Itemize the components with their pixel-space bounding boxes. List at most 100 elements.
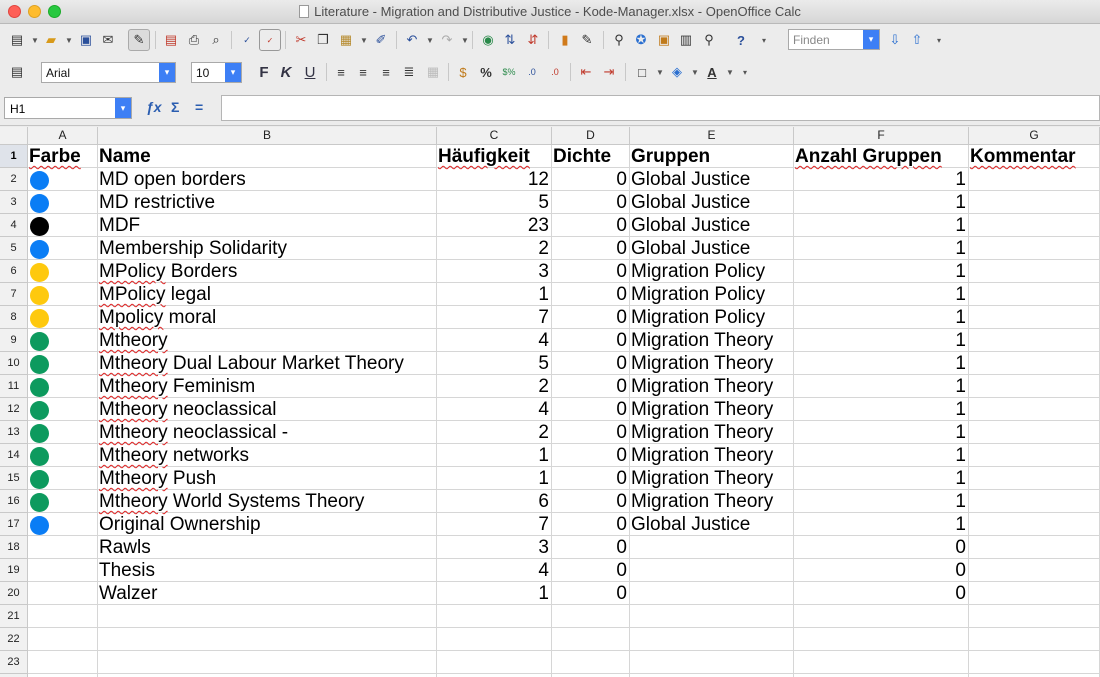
row-header-7[interactable]: 7 bbox=[0, 283, 28, 306]
color-cell[interactable] bbox=[28, 306, 98, 329]
maximize-window-button[interactable] bbox=[48, 5, 61, 18]
color-cell[interactable] bbox=[28, 559, 98, 582]
empty-cell[interactable] bbox=[28, 605, 98, 628]
column-header-f[interactable]: F bbox=[794, 127, 969, 145]
justify-icon[interactable]: ≣ bbox=[403, 64, 415, 79]
comment-cell[interactable] bbox=[969, 398, 1100, 421]
color-cell[interactable] bbox=[28, 375, 98, 398]
group-cell[interactable]: Migration Theory bbox=[630, 490, 794, 513]
name-cell[interactable]: Mtheory neoclassical bbox=[98, 398, 437, 421]
color-cell[interactable] bbox=[28, 352, 98, 375]
comment-cell[interactable] bbox=[969, 559, 1100, 582]
name-box[interactable]: H1 ▾ bbox=[4, 97, 132, 119]
group-cell[interactable]: Migration Theory bbox=[630, 467, 794, 490]
data-sources-icon[interactable]: ▥ bbox=[679, 32, 693, 47]
background-color-dropdown-icon[interactable]: ▼ bbox=[691, 67, 699, 77]
close-window-button[interactable] bbox=[8, 5, 21, 18]
name-box-dropdown-icon[interactable]: ▾ bbox=[115, 98, 131, 118]
color-cell[interactable] bbox=[28, 214, 98, 237]
empty-cell[interactable] bbox=[28, 651, 98, 674]
header-cell-name[interactable]: Name bbox=[98, 145, 437, 168]
frequency-cell[interactable]: 1 bbox=[437, 444, 552, 467]
comment-cell[interactable] bbox=[969, 467, 1100, 490]
comment-cell[interactable] bbox=[969, 513, 1100, 536]
export-pdf-icon[interactable]: ▤ bbox=[164, 32, 178, 47]
group-cell[interactable]: Migration Policy bbox=[630, 260, 794, 283]
group-cell[interactable]: Global Justice bbox=[630, 513, 794, 536]
font-color-icon[interactable]: A bbox=[707, 64, 717, 80]
empty-cell[interactable] bbox=[28, 628, 98, 651]
empty-cell[interactable] bbox=[794, 651, 969, 674]
name-cell[interactable]: Walzer bbox=[98, 582, 437, 605]
density-cell[interactable]: 0 bbox=[552, 536, 630, 559]
borders-icon[interactable]: □ bbox=[638, 64, 646, 80]
align-right-icon[interactable]: ≡ bbox=[382, 64, 390, 80]
comment-cell[interactable] bbox=[969, 421, 1100, 444]
chart-icon[interactable]: ▮ bbox=[561, 32, 569, 47]
standard-format-icon[interactable]: $% bbox=[502, 67, 516, 77]
empty-cell[interactable] bbox=[794, 628, 969, 651]
density-cell[interactable]: 0 bbox=[552, 559, 630, 582]
group-count-cell[interactable]: 0 bbox=[794, 582, 969, 605]
column-header-g[interactable]: G bbox=[969, 127, 1100, 145]
empty-cell[interactable] bbox=[552, 628, 630, 651]
header-cell-anzahl[interactable]: Anzahl Gruppen bbox=[794, 145, 969, 168]
header-cell-kommentar[interactable]: Kommentar bbox=[969, 145, 1100, 168]
hyperlink-icon[interactable]: ◉ bbox=[482, 32, 494, 47]
empty-cell[interactable] bbox=[552, 605, 630, 628]
comment-cell[interactable] bbox=[969, 191, 1100, 214]
name-cell[interactable]: Mtheory Dual Labour Market Theory bbox=[98, 352, 437, 375]
density-cell[interactable]: 0 bbox=[552, 237, 630, 260]
density-cell[interactable]: 0 bbox=[552, 283, 630, 306]
frequency-cell[interactable]: 7 bbox=[437, 306, 552, 329]
name-cell[interactable]: MPolicy legal bbox=[98, 283, 437, 306]
color-cell[interactable] bbox=[28, 237, 98, 260]
name-cell[interactable]: Mtheory World Systems Theory bbox=[98, 490, 437, 513]
frequency-cell[interactable]: 7 bbox=[437, 513, 552, 536]
navigator-icon[interactable]: ✪ bbox=[635, 32, 647, 47]
empty-cell[interactable] bbox=[98, 651, 437, 674]
empty-cell[interactable] bbox=[437, 628, 552, 651]
density-cell[interactable]: 0 bbox=[552, 398, 630, 421]
copy-icon[interactable]: ❐ bbox=[317, 32, 329, 47]
frequency-cell[interactable]: 2 bbox=[437, 237, 552, 260]
row-header-17[interactable]: 17 bbox=[0, 513, 28, 536]
decrease-indent-icon[interactable]: ⇤ bbox=[580, 64, 592, 79]
print-icon[interactable]: ⎙ bbox=[188, 32, 200, 47]
group-count-cell[interactable]: 1 bbox=[794, 513, 969, 536]
empty-cell[interactable] bbox=[969, 651, 1100, 674]
row-header-16[interactable]: 16 bbox=[0, 490, 28, 513]
group-count-cell[interactable]: 1 bbox=[794, 168, 969, 191]
format-paintbrush-icon[interactable]: ✐ bbox=[375, 32, 387, 47]
color-cell[interactable] bbox=[28, 467, 98, 490]
group-count-cell[interactable]: 1 bbox=[794, 375, 969, 398]
comment-cell[interactable] bbox=[969, 329, 1100, 352]
paste-icon[interactable]: ▦ bbox=[339, 32, 353, 47]
italic-button[interactable]: K bbox=[275, 61, 297, 83]
comment-cell[interactable] bbox=[969, 237, 1100, 260]
density-cell[interactable]: 0 bbox=[552, 352, 630, 375]
row-header-12[interactable]: 12 bbox=[0, 398, 28, 421]
row-header-2[interactable]: 2 bbox=[0, 168, 28, 191]
comment-cell[interactable] bbox=[969, 444, 1100, 467]
column-header-d[interactable]: D bbox=[552, 127, 630, 145]
undo-dropdown-icon[interactable]: ▼ bbox=[426, 35, 434, 45]
frequency-cell[interactable]: 3 bbox=[437, 260, 552, 283]
name-cell[interactable]: MPolicy Borders bbox=[98, 260, 437, 283]
currency-format-icon[interactable]: $ bbox=[459, 64, 467, 80]
color-cell[interactable] bbox=[28, 582, 98, 605]
density-cell[interactable]: 0 bbox=[552, 191, 630, 214]
row-header-23[interactable]: 23 bbox=[0, 651, 28, 674]
row-header-10[interactable]: 10 bbox=[0, 352, 28, 375]
font-color-dropdown-icon[interactable]: ▼ bbox=[726, 67, 734, 77]
frequency-cell[interactable]: 1 bbox=[437, 283, 552, 306]
group-count-cell[interactable]: 1 bbox=[794, 329, 969, 352]
empty-cell[interactable] bbox=[552, 651, 630, 674]
name-cell[interactable]: Membership Solidarity bbox=[98, 237, 437, 260]
color-cell[interactable] bbox=[28, 421, 98, 444]
find-replace-icon[interactable]: ⚲ bbox=[614, 32, 624, 47]
merge-cells-icon[interactable]: ▦ bbox=[426, 64, 440, 79]
font-name-select[interactable]: Arial ▾ bbox=[41, 62, 176, 83]
group-cell[interactable]: Migration Theory bbox=[630, 398, 794, 421]
frequency-cell[interactable]: 5 bbox=[437, 352, 552, 375]
